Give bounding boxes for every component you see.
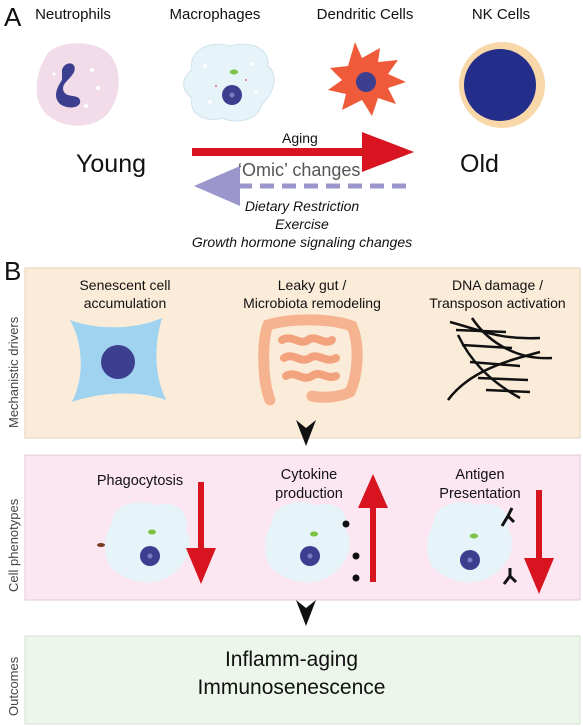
phenotype-cytokine-production: Cytokine production: [254, 466, 364, 504]
phagocytosis-macrophage: [97, 502, 191, 583]
driver-line1: Leaky gut /: [277, 277, 347, 293]
antigen-receptor-icon: [502, 568, 518, 585]
phagocytosis-down-arrow: [186, 482, 216, 584]
driver-line1: Senescent cell: [79, 277, 171, 293]
outcomes-box: [24, 635, 581, 725]
drivers-section-label: Mechanistic drivers: [6, 316, 21, 428]
phenotype-antigen-presentation: Antigen Presentation: [420, 466, 540, 504]
panel-b-letter: B: [4, 256, 22, 286]
outcome-inflamm-aging: Inflamm-aging: [224, 648, 359, 671]
antigen-macrophage: [427, 502, 513, 583]
nk-cells-label: NK Cells: [471, 6, 531, 23]
driver-line2: Transposon activation: [429, 295, 566, 311]
young-label: Young: [76, 150, 146, 178]
intervention-exercise: Exercise: [275, 216, 329, 232]
phenotypes-section-label: Cell phenotypes: [6, 498, 21, 592]
driver-senescent-cell: Senescent cell accumulation: [50, 276, 200, 312]
panel-a-letter: A: [4, 2, 22, 32]
cytokine-dot: [342, 520, 350, 528]
antigen-down-arrow: [524, 490, 554, 594]
outcome-immunosenescence: Immunosenescence: [197, 676, 386, 699]
phenotype-line1: Antigen: [455, 467, 505, 483]
antigen-receptor-icon: [500, 507, 516, 527]
dendritic-cell: [328, 42, 406, 116]
omic-changes-label: ‘Omic’ changes: [238, 160, 361, 180]
driver-leaky-gut: Leaky gut / Microbiota remodeling: [222, 276, 402, 312]
dna-icon: [446, 317, 553, 401]
driver-dna-damage: DNA damage / Transposon activation: [410, 276, 583, 312]
driver-line1: DNA damage /: [451, 277, 544, 293]
cytokine-up-arrow: [358, 474, 388, 582]
phenotype-line1: Cytokine: [280, 467, 338, 483]
neutrophils-label: Neutrophils: [35, 6, 111, 23]
neutrophil-cell: [36, 43, 119, 126]
driver-line2: accumulation: [83, 295, 167, 311]
phenotype-line1: Phagocytosis: [96, 473, 184, 489]
intestine-icon: [258, 314, 363, 406]
intervention-growth-hormone: Growth hormone signaling changes: [191, 234, 413, 250]
down-arrow-2: [296, 600, 316, 626]
macrophage-cell: [183, 43, 275, 122]
driver-line2: Microbiota remodeling: [243, 295, 381, 311]
aging-arrow: [192, 132, 414, 172]
cytokine-macrophage: [265, 502, 351, 583]
senescent-cell: [70, 318, 166, 402]
old-label: Old: [460, 150, 499, 178]
omic-reverse-arrow: [194, 166, 410, 206]
nk-cell: [459, 42, 545, 128]
phenotype-line2: production: [275, 486, 343, 502]
cytokine-dot: [352, 574, 360, 582]
phenotype-line2: Presentation: [439, 486, 521, 502]
intervention-dietary-restriction: Dietary Restriction: [244, 198, 360, 214]
macrophages-label: Macrophages: [169, 6, 261, 23]
aging-label: Aging: [282, 130, 318, 146]
down-arrow-1: [296, 420, 316, 446]
cytokine-dot: [352, 552, 360, 560]
phenotype-phagocytosis: Phagocytosis: [80, 472, 200, 491]
dendritic-cells-label: Dendritic Cells: [316, 6, 414, 23]
